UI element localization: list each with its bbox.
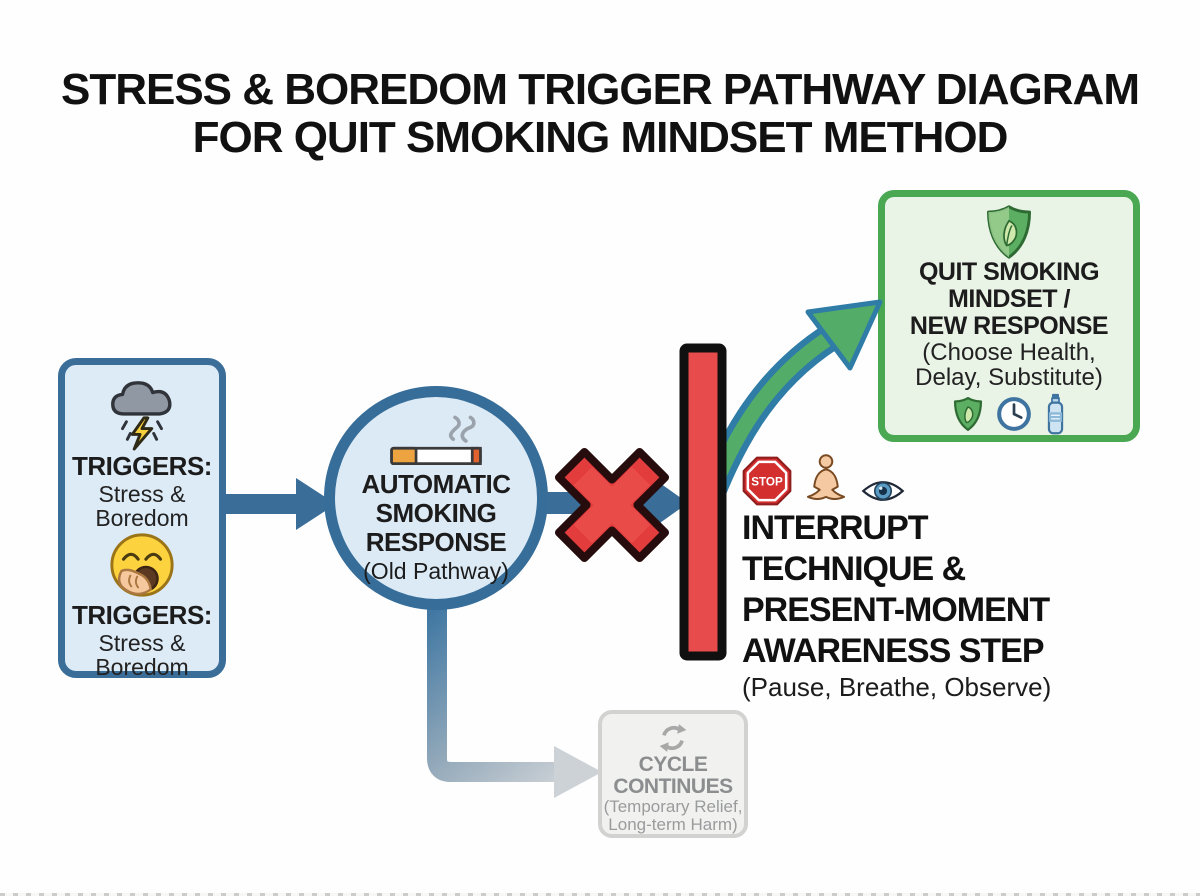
mindset-text: QUIT SMOKING bbox=[918, 258, 1100, 286]
interrupt-icons-row: STOP bbox=[742, 450, 1082, 506]
mindset-footer-icons bbox=[953, 393, 1066, 435]
arrowhead-mindset bbox=[805, 299, 883, 371]
storm-cloud-icon bbox=[111, 381, 172, 451]
interrupt-text: TECHNIQUE & bbox=[742, 550, 966, 588]
circle-subtitle: (Old Pathway) bbox=[363, 557, 509, 584]
cycle-text: CONTINUES bbox=[613, 775, 733, 798]
cycle-arrows-icon bbox=[659, 724, 687, 752]
cycle-subtitle: (Temporary Relief, bbox=[603, 797, 743, 816]
mindset-subtitle: Delay, Substitute) bbox=[915, 364, 1103, 391]
stop-sign-label: STOP bbox=[751, 476, 783, 489]
trigger-item-boredom: TRIGGERS: Stress & Boredom bbox=[72, 530, 212, 679]
stop-sign-icon: STOP bbox=[742, 456, 792, 506]
scan-artifact-line bbox=[0, 893, 1200, 896]
trigger-text: Stress & bbox=[98, 481, 186, 507]
cigarette-icon bbox=[390, 415, 482, 465]
title-line-1: STRESS & BOREDOM TRIGGER PATHWAY DIAGRAM bbox=[60, 65, 1140, 114]
trigger-text: Stress & bbox=[98, 630, 186, 656]
clock-icon bbox=[996, 397, 1031, 431]
mindset-text: MINDSET / bbox=[948, 285, 1070, 313]
shield-leaf-small-icon bbox=[953, 397, 982, 431]
blocked-x-highlight bbox=[573, 466, 651, 544]
mindset-box: QUIT SMOKING MINDSET / NEW RESPONSE (Cho… bbox=[878, 190, 1140, 442]
arrow-circle-to-barrier bbox=[545, 476, 688, 530]
interrupt-block: STOP INTERRUPT TECHNIQUE & PRESENT-MOMEN… bbox=[742, 450, 1082, 701]
circle-text: AUTOMATIC bbox=[361, 468, 511, 499]
trigger-heading: TRIGGERS: bbox=[72, 600, 212, 630]
automatic-response-circle: AUTOMATIC SMOKING RESPONSE (Old Pathway) bbox=[324, 386, 548, 610]
cycle-text: CYCLE bbox=[638, 753, 708, 776]
meditation-icon bbox=[806, 454, 846, 500]
arrowhead-cycle bbox=[554, 746, 602, 798]
blocked-x-icon bbox=[554, 447, 670, 563]
eye-icon bbox=[861, 481, 905, 501]
mindset-subtitle: (Choose Health, bbox=[922, 339, 1096, 366]
title-line-2: FOR QUIT SMOKING MINDSET METHOD bbox=[192, 113, 1009, 162]
interrupt-text: AWARENESS STEP bbox=[742, 632, 1045, 670]
circle-text: SMOKING bbox=[375, 497, 497, 528]
interrupt-text: INTERRUPT bbox=[742, 509, 929, 547]
page-title: STRESS & BOREDOM TRIGGER PATHWAY DIAGRAM… bbox=[0, 66, 1200, 162]
trigger-text: Boredom bbox=[95, 505, 189, 531]
shield-leaf-icon bbox=[986, 205, 1032, 259]
triggers-box: TRIGGERS: Stress & Boredom TRIGGERS: Str… bbox=[58, 358, 226, 679]
mindset-text: NEW RESPONSE bbox=[909, 312, 1109, 340]
cycle-subtitle: Long-term Harm) bbox=[608, 815, 738, 834]
interrupt-barrier-bar bbox=[679, 343, 727, 661]
circle-text: RESPONSE bbox=[365, 526, 507, 557]
trigger-text: Boredom bbox=[95, 654, 189, 680]
water-bottle-icon bbox=[1047, 393, 1063, 435]
arrow-triggers-to-circle bbox=[222, 478, 336, 530]
trigger-heading: TRIGGERS: bbox=[72, 451, 212, 481]
trigger-item-stress: TRIGGERS: Stress & Boredom bbox=[72, 375, 212, 530]
arrow-circle-to-cycle bbox=[427, 598, 556, 782]
interrupt-text: PRESENT-MOMENT bbox=[742, 591, 1050, 629]
interrupt-subtitle: (Pause, Breathe, Observe) bbox=[742, 672, 1052, 702]
yawning-face-icon bbox=[110, 533, 174, 597]
cycle-box: CYCLE CONTINUES (Temporary Relief, Long-… bbox=[598, 710, 748, 838]
